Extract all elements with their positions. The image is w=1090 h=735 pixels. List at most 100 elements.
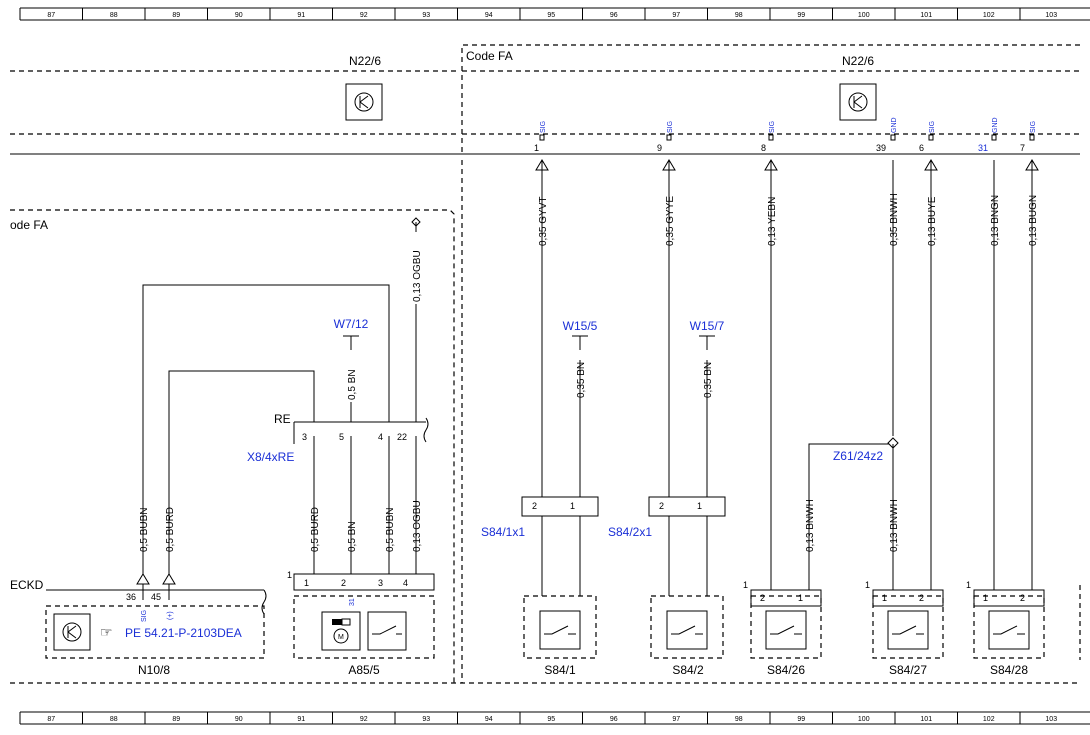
wire-label: 0,5 BN xyxy=(347,369,358,400)
pin-number: 31 xyxy=(978,143,988,153)
pin-number: 9 xyxy=(657,143,662,153)
ruler-cell-label: 91 xyxy=(297,12,305,19)
ruler-cell-label: 101 xyxy=(920,716,932,723)
right-wires xyxy=(541,160,1033,596)
s84-28-label: S84/28 xyxy=(990,663,1028,677)
svg-text:1: 1 xyxy=(966,580,971,590)
svg-text:2: 2 xyxy=(341,578,346,588)
ruler-cell-label: 87 xyxy=(47,12,55,19)
s84-2x1-label: S84/2x1 xyxy=(608,525,652,539)
svg-text:1: 1 xyxy=(570,501,575,511)
right-wire-labels: 0,35 GYVT 0,35 GYYE 0,13 YEBN 0,35 BNWH … xyxy=(538,193,1039,552)
splice-z61-24z2 xyxy=(887,437,899,449)
w15-5-label: W15/5 xyxy=(563,319,598,333)
pin-number: 45 xyxy=(151,592,161,602)
ruler-cell-label: 97 xyxy=(672,716,680,723)
wire-label: 0,13 YEBN xyxy=(767,197,778,246)
n22-6-right-label: N22/6 xyxy=(842,54,874,68)
svg-text:22: 22 xyxy=(397,432,407,442)
connector-x8-4xre: 3 5 4 22 xyxy=(293,417,429,444)
pin-number: 36 xyxy=(126,592,136,602)
ruler-cell-label: 90 xyxy=(235,12,243,19)
pointing-hand-icon[interactable]: ☞ xyxy=(100,624,113,640)
svg-text:M: M xyxy=(338,634,344,641)
ruler-cell-label: 93 xyxy=(422,12,430,19)
pin-connector xyxy=(539,134,545,141)
z61-24z2-label: Z61/24z2 xyxy=(833,449,883,463)
wire-label: 0,5 BUBN xyxy=(139,508,150,552)
ruler-cell-label: 99 xyxy=(797,716,805,723)
ruler-cell-label: 90 xyxy=(235,716,243,723)
signal-label: GND xyxy=(891,117,898,133)
ruler-cell-label: 102 xyxy=(983,12,995,19)
code-fa-label: Code FA xyxy=(466,49,513,63)
control-unit-icon xyxy=(345,83,383,121)
n10-8-connector-break xyxy=(261,589,267,615)
code-fa-left-frame xyxy=(10,209,455,683)
switch-component xyxy=(650,595,724,659)
ruler-cell-label: 103 xyxy=(1045,716,1057,723)
w15-7-label: W15/7 xyxy=(690,319,725,333)
ruler-cell-label: 89 xyxy=(172,716,180,723)
wire-label: 0,35 BN xyxy=(576,362,587,398)
wire-label: 0,13 BUGN xyxy=(1028,195,1039,246)
svg-text:1: 1 xyxy=(304,578,309,588)
svg-text:5: 5 xyxy=(339,432,344,442)
svg-text:1: 1 xyxy=(983,593,988,603)
ruler-cell-label: 95 xyxy=(547,716,555,723)
signal-label: SIG xyxy=(929,121,936,133)
pin-number: 7 xyxy=(1020,143,1025,153)
pin-connector xyxy=(768,134,774,141)
ruler-cell-label: 96 xyxy=(610,716,618,723)
ruler-cell-label: 87 xyxy=(47,716,55,723)
svg-text:2: 2 xyxy=(1020,593,1025,603)
wire-label: 0,13 BNWH xyxy=(805,499,816,552)
pin-number: 8 xyxy=(761,143,766,153)
connector-s84-2x1: 2 1 xyxy=(648,496,726,517)
signal-label: SIG xyxy=(540,121,547,133)
pin-connector xyxy=(928,134,934,141)
wire-label: 0,13 OGBU xyxy=(412,500,423,552)
svg-text:1: 1 xyxy=(882,593,887,603)
svg-text:3: 3 xyxy=(302,432,307,442)
switch-component xyxy=(523,595,597,659)
code-fa-frame-top xyxy=(461,44,1080,152)
n22-6-pins: SIG SIG SIG GND SIG GND SIG 1 9 8 39 6 3… xyxy=(534,117,1037,153)
n22-6-left-label: N22/6 xyxy=(349,54,381,68)
ruler-cell-label: 89 xyxy=(172,12,180,19)
ruler-cell-label: 100 xyxy=(858,716,870,723)
pin-connector xyxy=(890,134,896,141)
signal-label: SIG xyxy=(141,610,148,622)
switch-component xyxy=(973,595,1045,659)
x8-4xre-label: X8/4xRE xyxy=(247,450,294,464)
wire-end xyxy=(411,217,421,227)
svg-text:4: 4 xyxy=(378,432,383,442)
wire-label: 0,13 BUYE xyxy=(927,196,938,246)
wire-label: 0,5 BURD xyxy=(165,507,176,552)
svg-text:1: 1 xyxy=(865,580,870,590)
pin-number: 39 xyxy=(876,143,886,153)
pe-reference-link[interactable]: PE 54.21-P-2103DEA xyxy=(125,626,242,640)
connector-s84-26: 1 2 1 xyxy=(743,580,822,607)
s84-27-label: S84/27 xyxy=(889,663,927,677)
s84-1-label: S84/1 xyxy=(544,663,576,677)
ruler-cell-label: 97 xyxy=(672,12,680,19)
ruler-cell-label: 102 xyxy=(983,716,995,723)
w7-12-label: W7/12 xyxy=(334,317,369,331)
wire-label: 0,5 BN xyxy=(347,521,358,552)
signal-arrow xyxy=(162,573,176,585)
s84-2-label: S84/2 xyxy=(672,663,704,677)
wire-bubn xyxy=(142,284,390,574)
ruler-cell-label: 93 xyxy=(422,716,430,723)
svg-text:1: 1 xyxy=(798,593,803,603)
signal-label: SIG xyxy=(769,121,776,133)
signal-label: (+) xyxy=(167,611,174,620)
signal-arrow xyxy=(136,573,150,585)
wire-label: 0,13 OGBU xyxy=(412,250,423,302)
signal-label: SIG xyxy=(667,121,674,133)
wire-label: 0,35 BNWH xyxy=(889,193,900,246)
ruler-cell-label: 101 xyxy=(920,12,932,19)
n10-8-component xyxy=(45,605,265,659)
switch-component xyxy=(872,595,944,659)
